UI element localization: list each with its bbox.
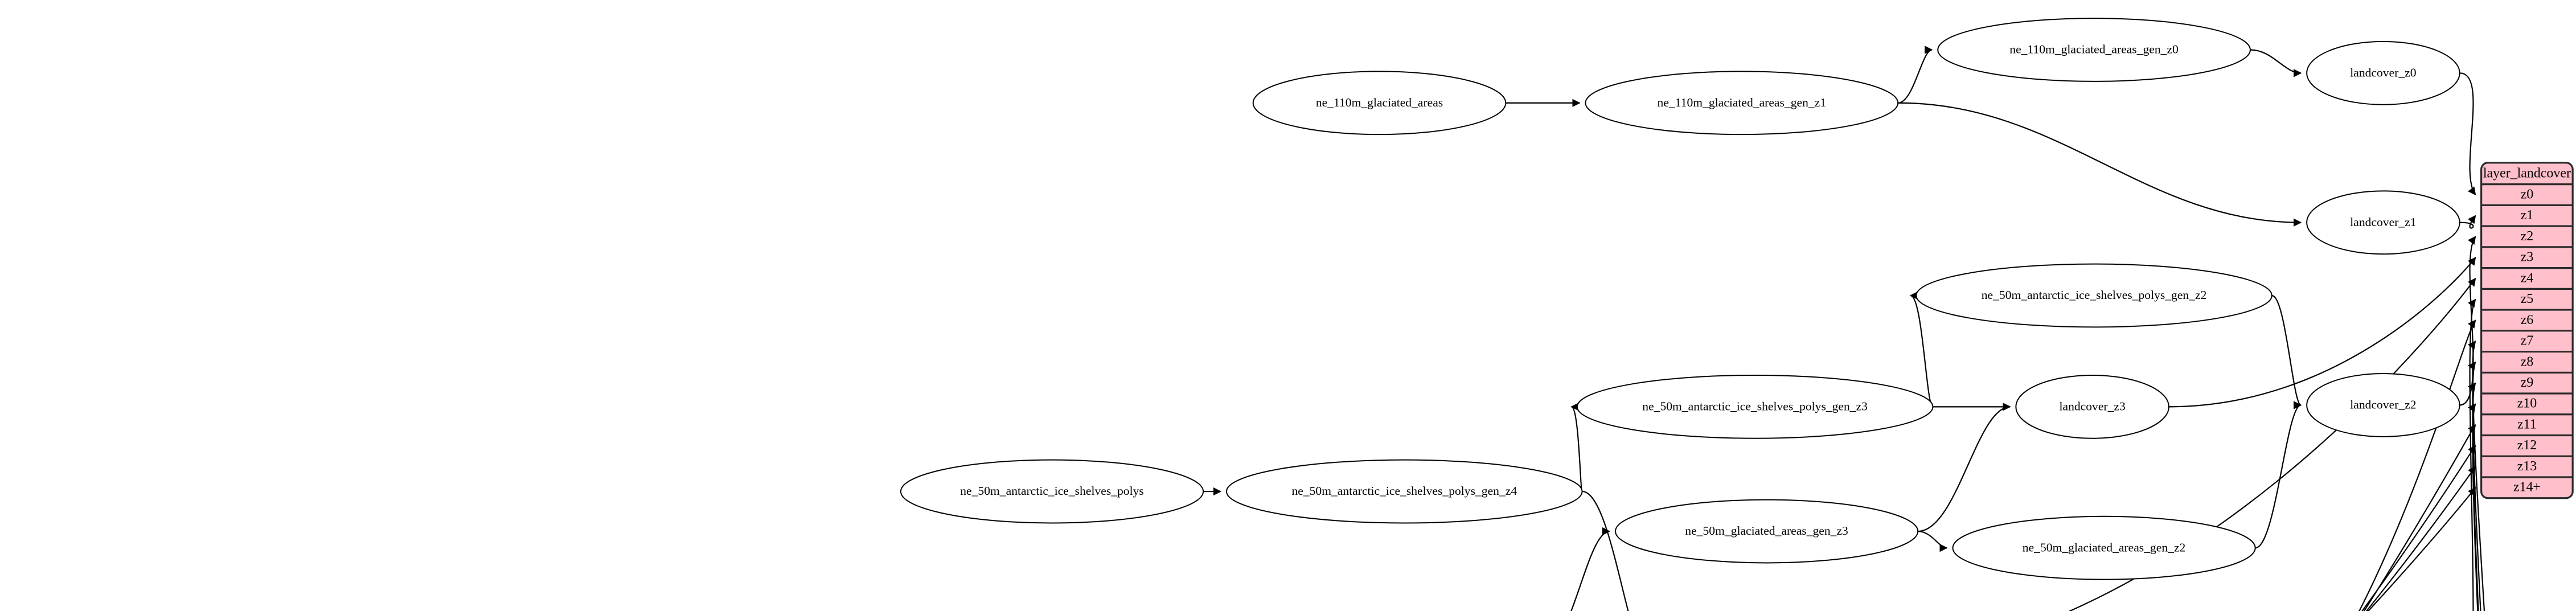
edge-ne_50m_antarctic_ice_shelves_polys_gen_z4-to-ne_50m_antarctic_ice_shelves_polys_gen_z3 xyxy=(1569,395,1593,491)
edge-osm_landcover_gen_z7-to-layer_landcover-z7 xyxy=(2453,339,2507,611)
node-landcover_z3[interactable]: landcover_z3 xyxy=(2016,375,2169,438)
edge-landcover_z6-to-layer_landcover-z6 xyxy=(2172,318,2476,611)
node-ne_110m_glaciated_areas_gen_z0[interactable]: ne_110m_glaciated_areas_gen_z0 xyxy=(1938,18,2250,81)
node-ellipse xyxy=(1938,18,2250,81)
node-ellipse xyxy=(1227,460,1582,523)
node-ellipse xyxy=(1585,71,1898,134)
edge-ne_50m_glaciated_areas_gen_z3-to-ne_50m_glaciated_areas_gen_z2 xyxy=(1918,531,1950,560)
node-ne_50m_glaciated_areas_gen_z3[interactable]: ne_50m_glaciated_areas_gen_z3 xyxy=(1615,500,1918,563)
node-layer: imposm3osm_landcover_polygonsimplify_vw_… xyxy=(0,18,2503,611)
edge-ne_50m_antarctic_ice_shelves_polys_gen_z2-to-landcover_z2 xyxy=(2272,296,2304,417)
node-ellipse xyxy=(1577,375,1933,438)
node-ellipse xyxy=(1615,500,1918,563)
node-ne_110m_glaciated_areas[interactable]: ne_110m_glaciated_areas xyxy=(1253,71,1506,134)
node-ellipse xyxy=(1916,264,2272,327)
node-ellipse xyxy=(2307,191,2460,254)
edge-layer xyxy=(337,38,2510,611)
edge-osm_landcover_gen_z13-to-layer_landcover-z13 xyxy=(703,465,2476,611)
edge-landcover_z2-to-layer_landcover-z2 xyxy=(2453,235,2476,405)
edge-ne_50m_glaciated_areas_gen_z4-to-ne_50m_glaciated_areas_gen_z3 xyxy=(1544,519,1612,611)
node-ellipse xyxy=(2016,375,2169,438)
edge-osm_landcover_polygon-to-layer_landcover-z14+ xyxy=(337,486,2475,611)
node-ne_50m_antarctic_ice_shelves_polys_gen_z3[interactable]: ne_50m_antarctic_ice_shelves_polys_gen_z… xyxy=(1577,375,1933,438)
edge-ne_50m_antarctic_ice_shelves_polys_gen_z3-to-ne_50m_antarctic_ice_shelves_polys_gen_z2 xyxy=(1908,284,1933,407)
edge-ne_50m_glaciated_areas_gen_z3-to-landcover_z3 xyxy=(1918,395,2013,531)
node-ne_50m_glaciated_areas_gen_z2[interactable]: ne_50m_glaciated_areas_gen_z2 xyxy=(1952,516,2255,580)
node-ellipse xyxy=(2307,42,2460,105)
edge-ne_110m_glaciated_areas_gen_z1-to-landcover_z1 xyxy=(1898,103,2304,235)
edge-landcover_z4-to-layer_landcover-z4 xyxy=(1813,276,2475,611)
node-ne_50m_antarctic_ice_shelves_polys[interactable]: ne_50m_antarctic_ice_shelves_polys xyxy=(901,460,1203,523)
edge-ne_50m_antarctic_ice_shelves_polys_gen_z4-to-landcover_z4 xyxy=(1582,491,1655,611)
node-ellipse xyxy=(1952,516,2255,580)
edge-landcover_z1-to-layer_landcover-z1 xyxy=(2453,214,2476,240)
node-landcover_z0[interactable]: landcover_z0 xyxy=(2307,42,2460,105)
edge-osm_landcover_gen_z8-to-layer_landcover-z8 xyxy=(2453,360,2507,611)
node-ne_50m_antarctic_ice_shelves_polys_gen_z2[interactable]: ne_50m_antarctic_ice_shelves_polys_gen_z… xyxy=(1916,264,2272,327)
edge-osm_landcover_gen_z11-to-layer_landcover-z11 xyxy=(1170,423,2476,611)
edge-ne_110m_glaciated_areas_gen_z0-to-landcover_z0 xyxy=(2250,50,2304,85)
node-landcover_z2[interactable]: landcover_z2 xyxy=(2307,374,2460,437)
node-landcover_z1[interactable]: landcover_z1 xyxy=(2307,191,2460,254)
edge-ne_110m_glaciated_areas_gen_z1-to-ne_110m_glaciated_areas_gen_z0 xyxy=(1898,38,1935,102)
edge-ne_50m_glaciated_areas_gen_z2-to-landcover_z2 xyxy=(2255,393,2304,548)
layer-landcover-table: layer_landcoverz0z1z2z3z4z5z6z7z8z9z10z1… xyxy=(2480,162,2574,499)
edge-osm_landcover_gen_z9-to-layer_landcover-z9 xyxy=(2453,381,2507,611)
node-ne_110m_glaciated_areas_gen_z1[interactable]: ne_110m_glaciated_areas_gen_z1 xyxy=(1585,71,1898,134)
edge-osm_landcover_gen_z12-to-layer_landcover-z12 xyxy=(924,444,2476,611)
edge-landcover_z3-to-layer_landcover-z3 xyxy=(2169,255,2476,407)
node-ellipse xyxy=(901,460,1203,523)
node-ellipse xyxy=(1253,71,1506,134)
node-ne_50m_antarctic_ice_shelves_polys_gen_z4[interactable]: ne_50m_antarctic_ice_shelves_polys_gen_z… xyxy=(1227,460,1582,523)
node-ellipse xyxy=(2307,374,2460,437)
edge-landcover_z0-to-layer_landcover-z0 xyxy=(2453,73,2476,197)
